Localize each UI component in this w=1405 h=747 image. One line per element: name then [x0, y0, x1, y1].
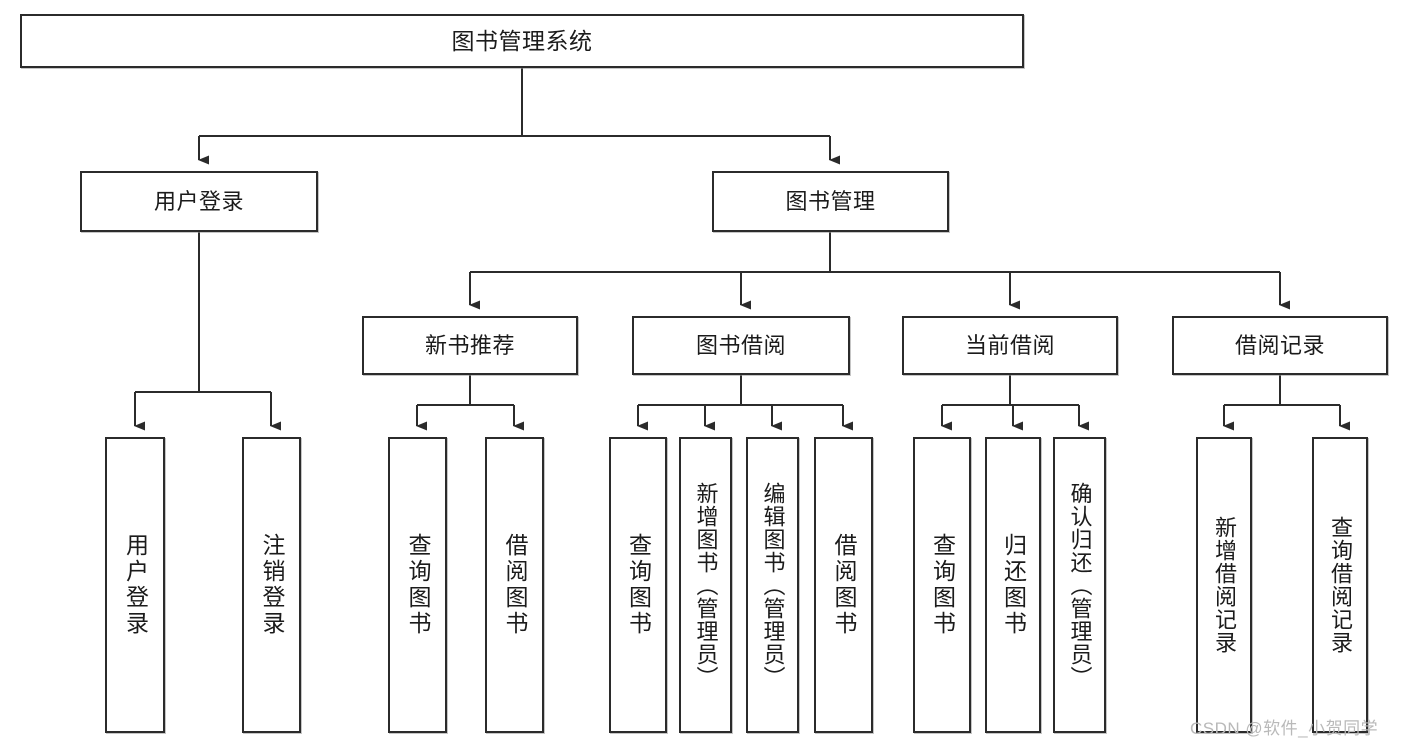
node-label: 注销登录 — [259, 533, 285, 637]
node-label: 借阅图书 — [502, 533, 528, 637]
node-label: 查询图书 — [929, 533, 956, 637]
node-leaf-add-borrow-record[interactable]: 新增借阅记录 — [1196, 437, 1252, 733]
node-leaf-confirm-return-admin[interactable]: 确认归还（管理员） — [1053, 437, 1106, 733]
node-leaf-query-book-3[interactable]: 查询图书 — [913, 437, 971, 733]
node-leaf-query-borrow-record[interactable]: 查询借阅记录 — [1312, 437, 1368, 733]
node-leaf-edit-book-admin[interactable]: 编辑图书（管理员） — [746, 437, 799, 733]
node-label: 当前借阅 — [964, 332, 1055, 358]
node-user-login[interactable]: 用户登录 — [80, 171, 318, 232]
node-label: 新增图书（管理员） — [693, 481, 719, 689]
node-label: 查询图书 — [625, 533, 652, 637]
node-leaf-query-book-2[interactable]: 查询图书 — [609, 437, 667, 733]
node-label: 编辑图书（管理员） — [760, 481, 786, 689]
node-label: 归还图书 — [1000, 533, 1027, 637]
node-book-manage[interactable]: 图书管理 — [712, 171, 949, 232]
node-label: 图书管理系统 — [451, 27, 593, 54]
node-leaf-return-book[interactable]: 归还图书 — [985, 437, 1041, 733]
node-leaf-user-login[interactable]: 用户登录 — [105, 437, 165, 733]
node-new-book-recommend[interactable]: 新书推荐 — [362, 316, 578, 375]
node-leaf-add-book-admin[interactable]: 新增图书（管理员） — [679, 437, 732, 733]
node-leaf-borrow-book-1[interactable]: 借阅图书 — [485, 437, 544, 733]
node-label: 借阅记录 — [1234, 332, 1325, 358]
node-label: 借阅图书 — [831, 533, 857, 637]
node-label: 确认归还（管理员） — [1067, 481, 1093, 689]
node-leaf-borrow-book-2[interactable]: 借阅图书 — [814, 437, 873, 733]
node-label: 用户登录 — [153, 188, 244, 214]
csdn-watermark: CSDN @软件_小贺同学 — [1190, 719, 1379, 738]
node-label: 图书借阅 — [695, 332, 786, 358]
node-label: 新书推荐 — [424, 332, 515, 358]
node-root-system[interactable]: 图书管理系统 — [20, 14, 1024, 68]
node-current-borrow[interactable]: 当前借阅 — [902, 316, 1118, 375]
node-label: 用户登录 — [122, 533, 149, 637]
node-leaf-logout-login[interactable]: 注销登录 — [242, 437, 301, 733]
node-label: 查询借阅记录 — [1328, 516, 1353, 654]
node-label: 图书管理 — [785, 188, 876, 214]
node-leaf-query-book-1[interactable]: 查询图书 — [388, 437, 447, 733]
node-label: 查询图书 — [405, 533, 431, 637]
node-borrow-record[interactable]: 借阅记录 — [1172, 316, 1388, 375]
node-label: 新增借阅记录 — [1212, 516, 1237, 654]
node-book-borrow[interactable]: 图书借阅 — [632, 316, 850, 375]
